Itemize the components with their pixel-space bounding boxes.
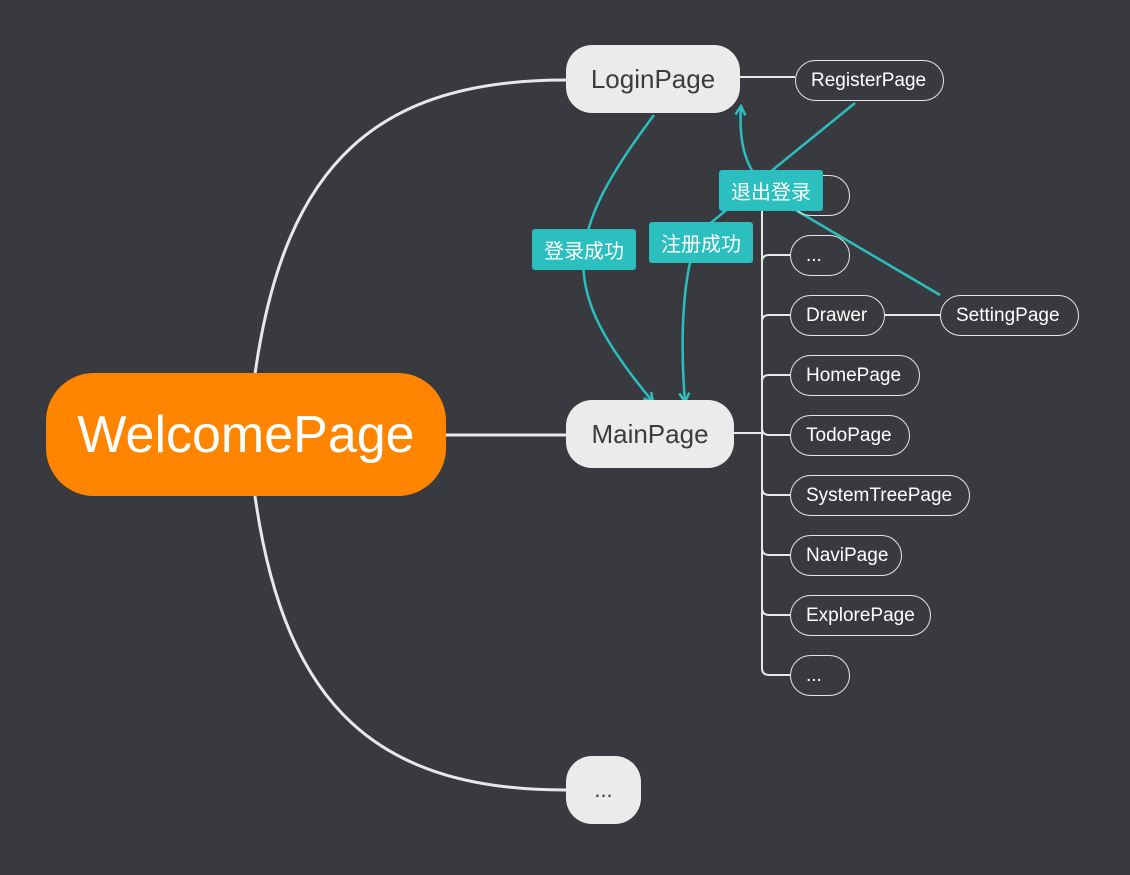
node-login-page: LoginPage [566, 45, 740, 113]
relation-logout-label: 退出登录 [719, 170, 823, 211]
node-drawer: Drawer [790, 295, 885, 336]
node-explore-page: ExplorePage [790, 595, 931, 636]
node-register-page: RegisterPage [795, 60, 944, 101]
branch-more-top [761, 254, 790, 263]
node-more-bottom: ... [790, 655, 850, 696]
node-system-tree-page: SystemTreePage [790, 475, 970, 516]
node-main-page: MainPage [566, 400, 734, 468]
branch-more-bottom [761, 667, 790, 676]
node-navi-page: NaviPage [790, 535, 902, 576]
relation-login-success-label: 登录成功 [532, 229, 636, 270]
node-root-more: ... [566, 756, 641, 824]
root-node-welcome-page: WelcomePage [46, 373, 446, 496]
branch-navi [761, 547, 790, 556]
node-setting-page: SettingPage [940, 295, 1079, 336]
branch-home [761, 374, 790, 383]
edge-root-more [253, 495, 567, 792]
branch-todo [761, 427, 790, 436]
edge-root-login [253, 78, 567, 375]
node-todo-page: TodoPage [790, 415, 910, 456]
node-more-top: ... [790, 235, 850, 276]
node-home-page: HomePage [790, 355, 920, 396]
branch-system-tree [761, 487, 790, 496]
branch-drawer [761, 314, 790, 323]
relation-register-success-label: 注册成功 [649, 222, 753, 263]
branch-explore [761, 607, 790, 616]
